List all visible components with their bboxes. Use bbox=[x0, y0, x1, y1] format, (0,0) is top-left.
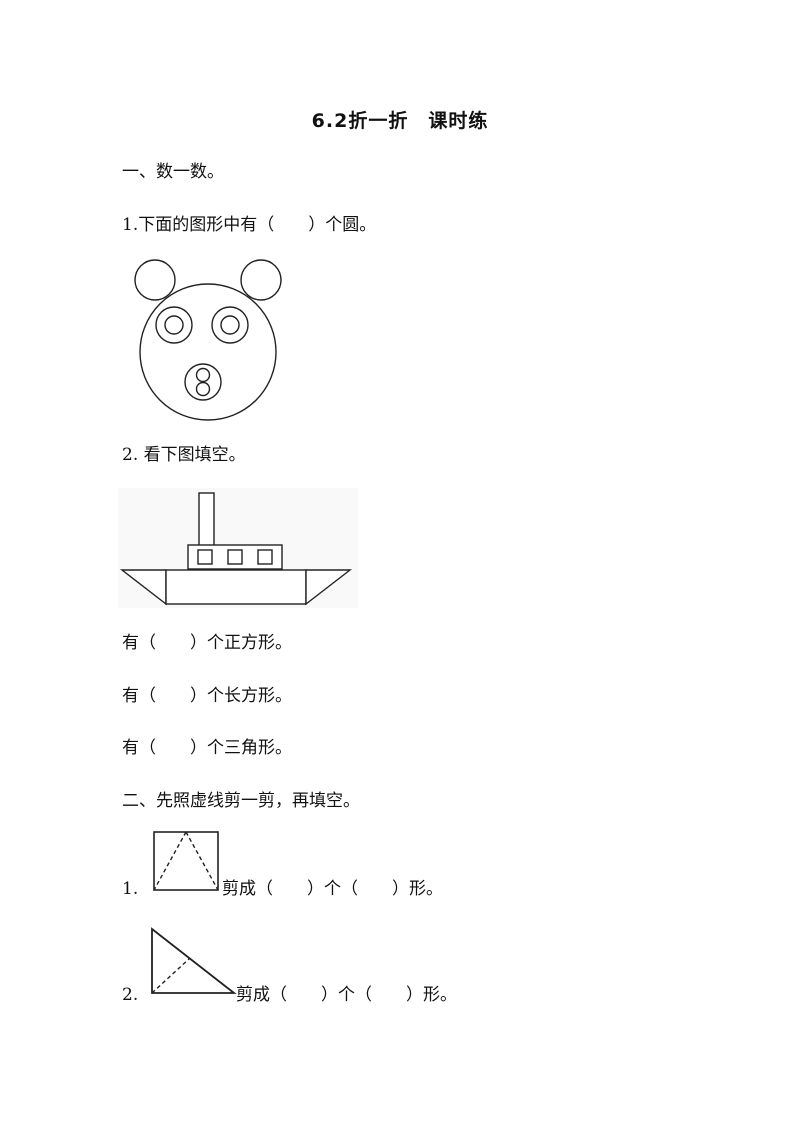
item-1-text: 剪成（ ）个（ ）形。 bbox=[222, 879, 443, 899]
question-1-text: 1.下面的图形中有（ ）个圆。 bbox=[122, 215, 377, 235]
mouth-bottom-circle bbox=[195, 381, 211, 397]
left-eye-inner-circle bbox=[164, 315, 184, 335]
window-square-2 bbox=[227, 549, 243, 565]
hull-rectangle bbox=[165, 569, 307, 605]
window-square-3 bbox=[257, 549, 273, 565]
window-square-1 bbox=[197, 549, 213, 565]
blank-triangles: 有（ ）个三角形。 bbox=[122, 738, 292, 758]
blank-squares: 有（ ）个正方形。 bbox=[122, 633, 292, 653]
cut-triangle-figure bbox=[151, 927, 237, 994]
chimney-rectangle bbox=[198, 492, 215, 549]
left-ear-circle bbox=[134, 259, 176, 301]
right-eye-inner-circle bbox=[220, 315, 240, 335]
mouth-top-circle bbox=[195, 367, 211, 383]
item-2-number: 2. bbox=[122, 985, 139, 1005]
item-2-text: 剪成（ ）个（ ）形。 bbox=[236, 985, 457, 1005]
bear-circles-figure bbox=[134, 259, 282, 421]
right-hull-triangle bbox=[305, 569, 353, 606]
page-title: 6.2折一折 课时练 bbox=[311, 110, 489, 132]
right-ear-circle bbox=[240, 259, 282, 301]
question-2-text: 2. 看下图填空。 bbox=[122, 445, 246, 465]
item-1-number: 1. bbox=[122, 879, 139, 899]
blank-rectangles: 有（ ）个长方形。 bbox=[122, 686, 292, 706]
boat-figure bbox=[118, 488, 358, 608]
cut-square-figure bbox=[153, 831, 219, 891]
section-2-heading: 二、先照虚线剪一剪，再填空。 bbox=[122, 791, 360, 811]
section-1-heading: 一、数一数。 bbox=[122, 162, 224, 182]
